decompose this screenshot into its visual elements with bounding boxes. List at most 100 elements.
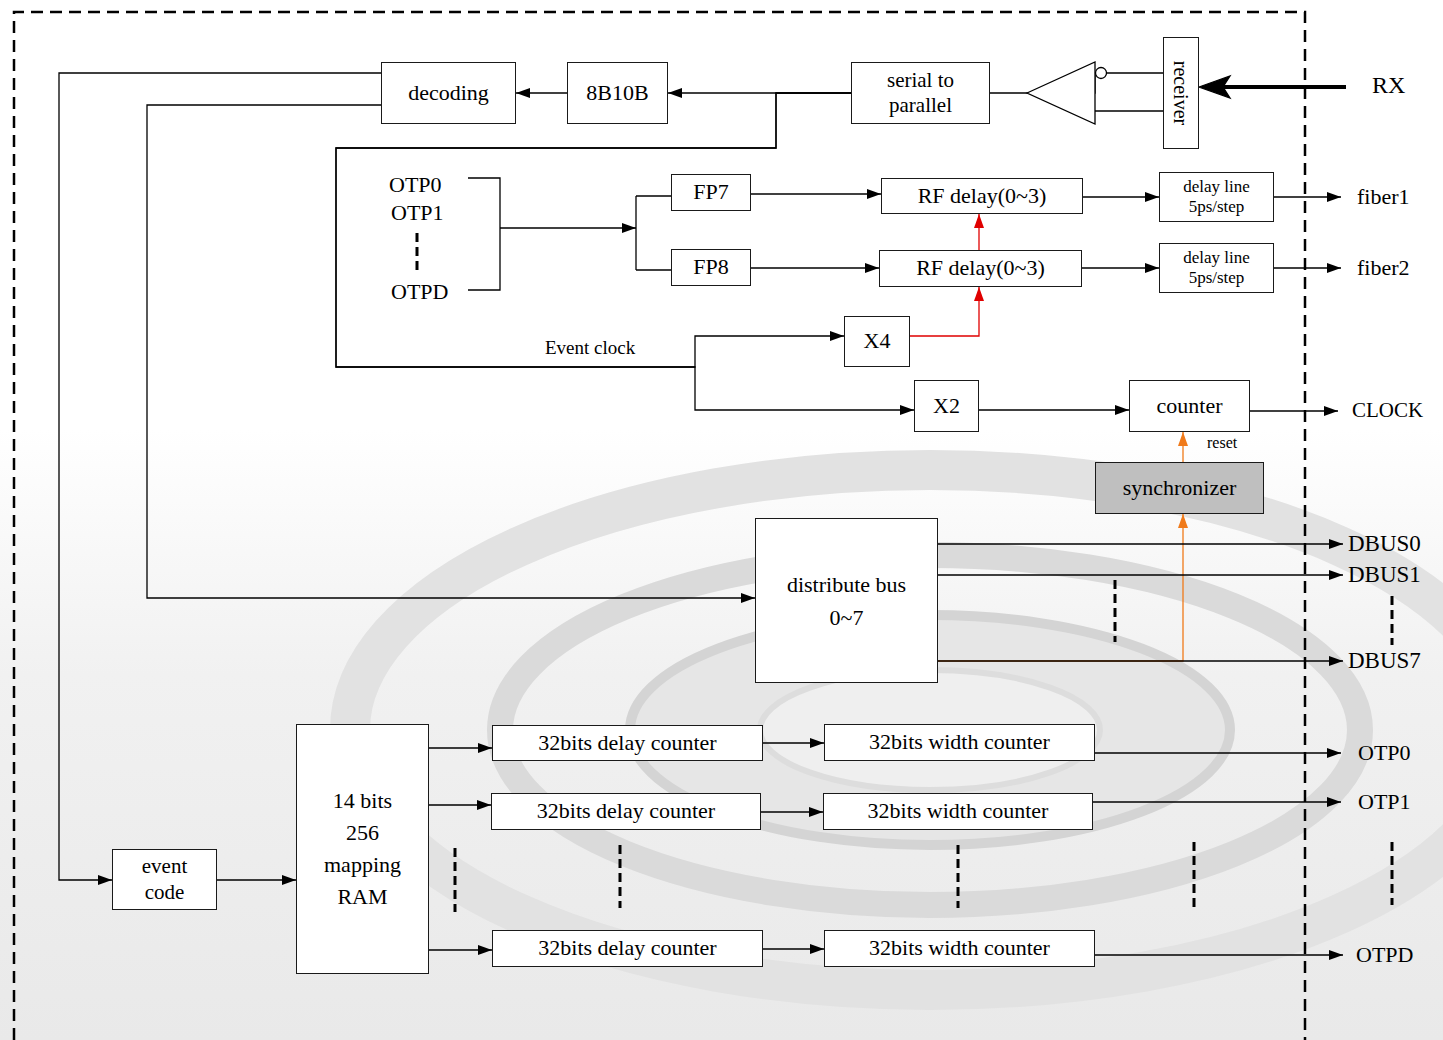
node-text: X2 (933, 393, 960, 419)
wire (635, 196, 636, 270)
wire (1274, 267, 1341, 268)
input-arrow (1222, 85, 1346, 89)
node-text: serial to parallel (865, 68, 977, 118)
connector (761, 811, 823, 812)
ring-building (350, 470, 1443, 990)
wire (1093, 801, 1341, 802)
node-text: distribute bus 0~7 (772, 568, 922, 634)
inversion-bubble (1096, 68, 1107, 79)
connector (429, 949, 492, 950)
node-text: delay line 5ps/step (1166, 248, 1268, 289)
connector (910, 287, 979, 336)
bus-box: distribute bus 0~7 (755, 518, 938, 683)
edge-label: reset (1207, 433, 1237, 452)
connector (429, 804, 491, 805)
connector (1083, 196, 1159, 197)
process-box: 8B10B (567, 62, 668, 124)
input-arrowhead (1199, 76, 1230, 98)
connector (763, 948, 824, 949)
signal-label: OTP1 (1358, 789, 1411, 815)
connector (751, 267, 879, 268)
signal-label: CLOCK (1352, 398, 1423, 423)
process-box: FP8 (671, 249, 751, 286)
counter-box: 32bits width counter (823, 793, 1093, 830)
process-box: event code (112, 849, 217, 910)
node-text: RF delay(0~3) (918, 183, 1047, 209)
signal-label: fiber2 (1357, 255, 1410, 281)
memory-box: 14 bits 256 mapping RAM (296, 724, 429, 974)
node-text: FP8 (693, 254, 728, 280)
node-text: counter (1157, 393, 1223, 419)
connector (1182, 432, 1183, 462)
counter-box: counter (1129, 380, 1250, 432)
wire (1250, 410, 1338, 411)
node-text: 8B10B (586, 80, 648, 106)
node-text: 32bits width counter (868, 798, 1049, 824)
edge-label: Event clock (545, 337, 635, 360)
connector (336, 93, 851, 367)
wire (938, 660, 1343, 661)
connector (516, 92, 567, 93)
wire (636, 269, 671, 270)
node-text: X4 (864, 328, 891, 354)
signal-label: OTPD (391, 279, 448, 305)
signal-label: OTP1 (391, 200, 444, 226)
ellipsis-mark (619, 845, 622, 908)
signal-label: fiber1 (1357, 184, 1410, 210)
connector (751, 193, 881, 194)
ellipsis-mark (1114, 580, 1117, 642)
process-box: delay line 5ps/step (1159, 172, 1274, 222)
board-boundary (14, 12, 1305, 1040)
process-box: FP7 (671, 174, 751, 211)
counter-box: 32bits delay counter (491, 793, 761, 830)
ellipsis-mark (1391, 596, 1394, 645)
receiver-box: receiver (1163, 37, 1199, 149)
process-box: decoding (381, 62, 516, 124)
signal-label: DBUS0 (1348, 530, 1421, 558)
signal-label: RX (1372, 71, 1405, 100)
ellipsis-mark (1193, 842, 1196, 912)
node-text: synchronizer (1123, 475, 1237, 501)
node-text: receiver (1169, 61, 1193, 125)
wire (636, 195, 671, 196)
multiplier-box: X4 (844, 316, 910, 367)
process-box: RF delay(0~3) (881, 178, 1083, 214)
node-text: decoding (408, 80, 489, 106)
node-text: delay line 5ps/step (1166, 177, 1268, 218)
wire (1095, 954, 1343, 955)
wires (417, 62, 1392, 955)
node-text: FP7 (693, 179, 728, 205)
ring-building (760, 670, 1100, 790)
signal-label: OTP0 (389, 172, 442, 198)
signal-label: DBUS1 (1348, 561, 1421, 589)
connector (147, 105, 755, 598)
node-text: 32bits width counter (869, 729, 1050, 755)
ellipsis-mark (1391, 842, 1394, 905)
connector (763, 742, 824, 743)
counter-box: 32bits delay counter (492, 725, 763, 761)
bracket (468, 178, 500, 290)
ellipsis-mark (416, 233, 419, 275)
node-text: 14 bits 256 mapping RAM (317, 785, 409, 913)
signal-label: OTPD (1356, 942, 1413, 968)
node-text: RF delay(0~3) (916, 255, 1045, 281)
process-box: RF delay(0~3) (879, 250, 1082, 287)
connector (336, 93, 914, 410)
node-text: 32bits width counter (869, 935, 1050, 961)
counter-box: 32bits width counter (824, 930, 1095, 967)
wire (938, 543, 1343, 544)
connector (1082, 267, 1159, 268)
buffer-symbol (1027, 62, 1095, 124)
connector (217, 879, 296, 880)
process-box: delay line 5ps/step (1159, 243, 1274, 293)
wire (1095, 752, 1341, 753)
connector (979, 409, 1129, 410)
node-text: 32bits delay counter (538, 935, 716, 961)
node-text: 32bits delay counter (537, 798, 715, 824)
multiplier-box: X2 (914, 380, 979, 432)
wire (938, 574, 1343, 575)
node-text: 32bits delay counter (538, 730, 716, 756)
connector (978, 214, 979, 250)
